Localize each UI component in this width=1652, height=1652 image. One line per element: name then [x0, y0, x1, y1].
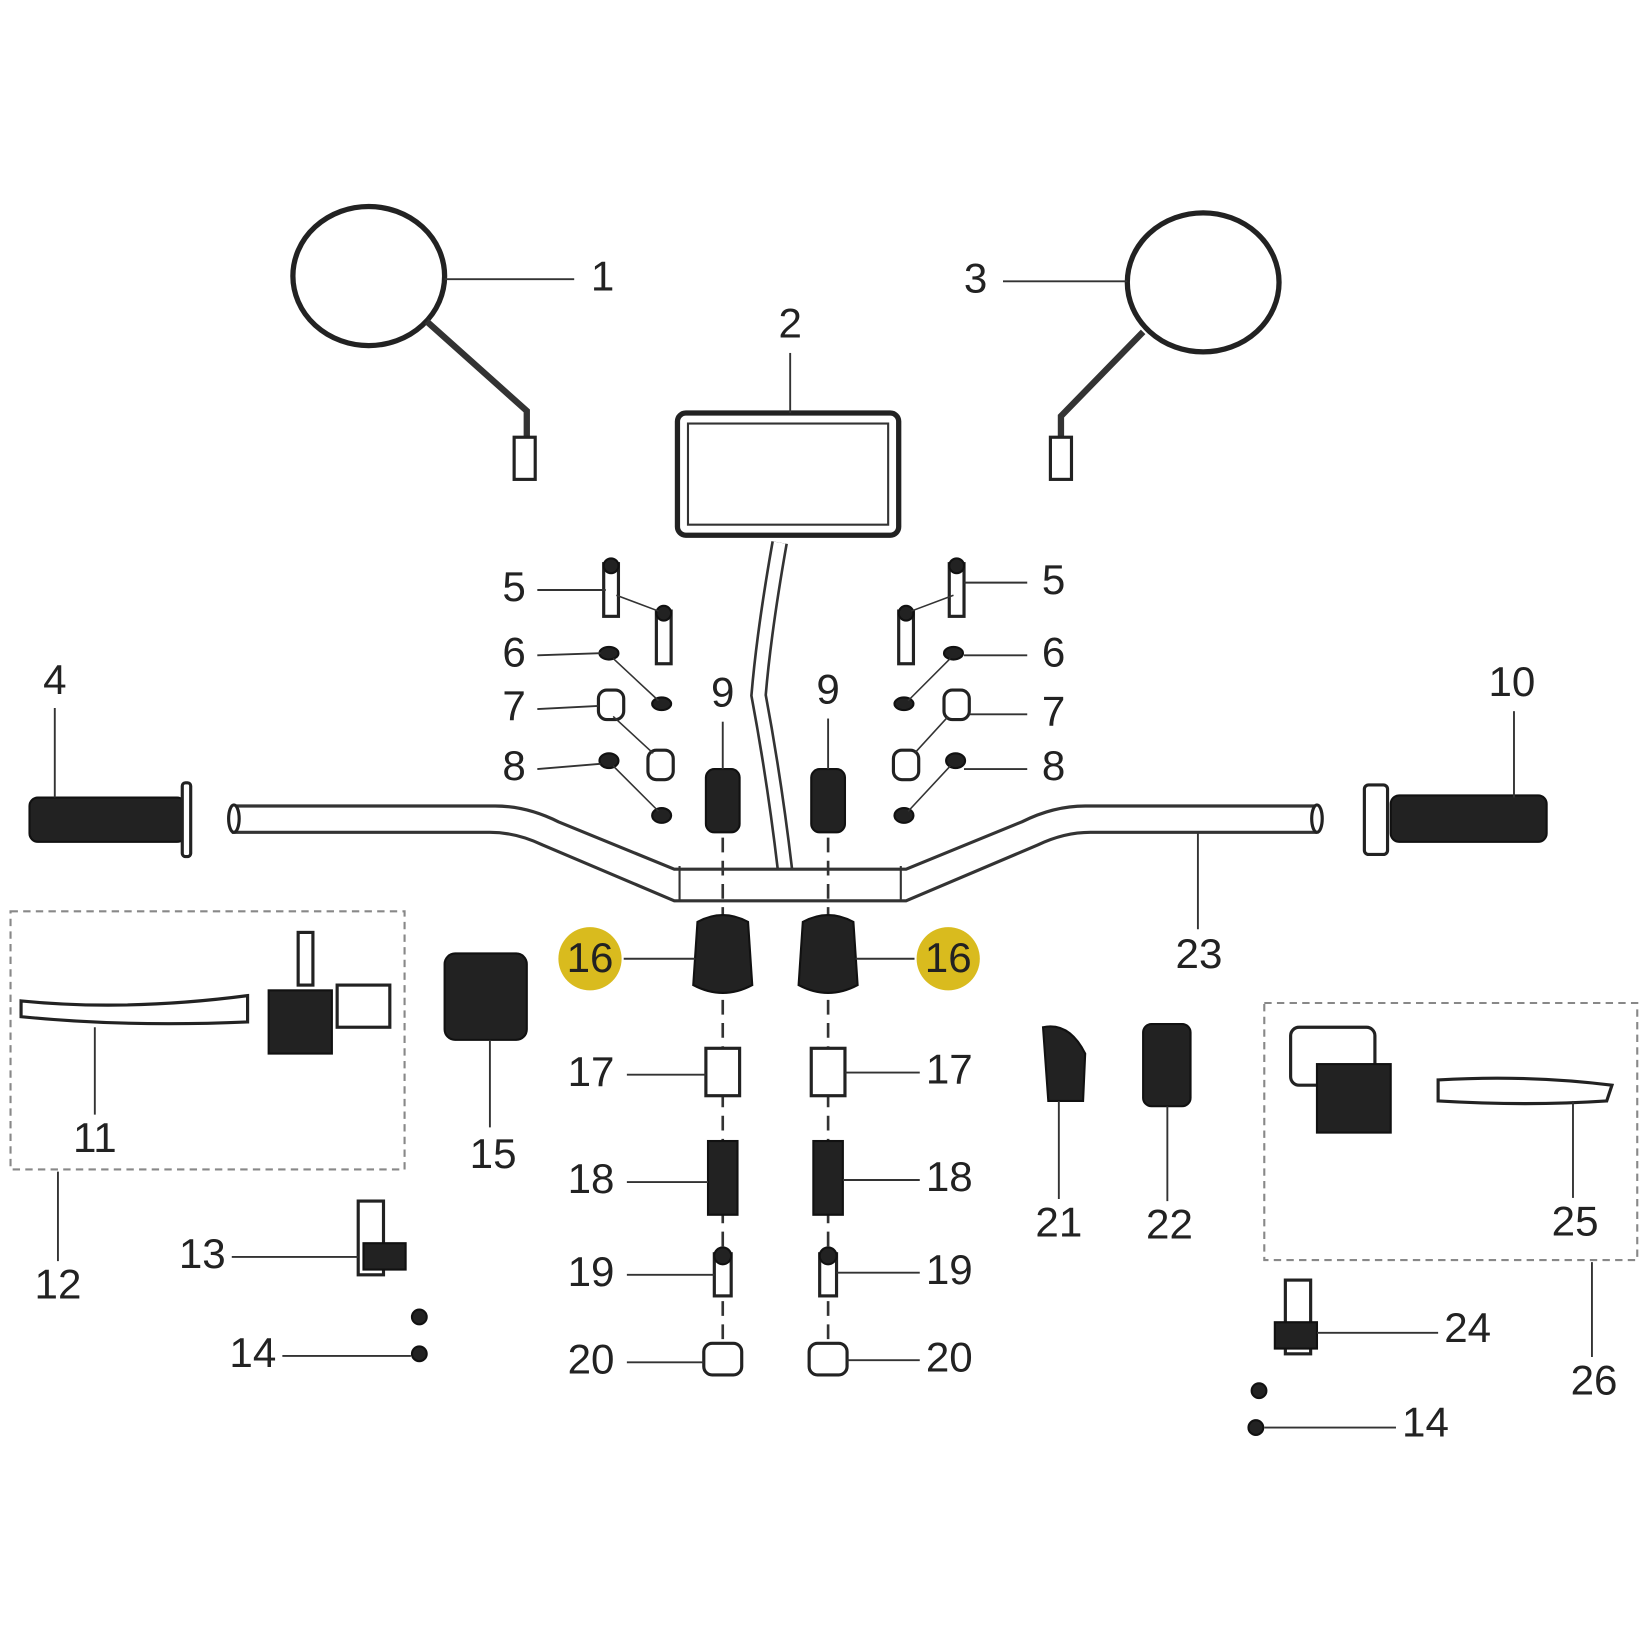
callout-9-left: 9 — [711, 668, 734, 715]
callout-5-left: 5 — [502, 563, 525, 610]
callout-10: 10 — [1488, 658, 1535, 705]
callout-8-right: 8 — [1042, 742, 1065, 789]
callout-13: 13 — [179, 1230, 226, 1277]
callout-2: 2 — [778, 300, 801, 347]
mount-hardware — [596, 557, 971, 824]
leader-lines — [53, 278, 1593, 1429]
callout-18-left: 18 — [568, 1155, 615, 1202]
callout-7-left: 7 — [502, 682, 525, 729]
callouts: 1 2 3 4 5 5 6 6 7 7 8 8 9 9 10 11 12 13 … — [35, 252, 1618, 1445]
highlight-16-right — [916, 927, 980, 991]
clamp-13 — [356, 1199, 428, 1363]
callout-6-right: 6 — [1042, 628, 1065, 675]
callout-1: 1 — [591, 252, 614, 299]
right-switch — [1142, 1023, 1192, 1108]
assembly-box-12 — [9, 910, 406, 1171]
left-mirror — [290, 203, 537, 481]
highlight-16-left — [558, 927, 622, 991]
instrument-display — [674, 410, 902, 871]
callout-16-left: 16 — [567, 934, 614, 981]
clutch-lever — [19, 930, 392, 1055]
callout-3: 3 — [964, 254, 987, 301]
callout-19-right: 19 — [926, 1246, 973, 1293]
callout-21: 21 — [1035, 1198, 1082, 1245]
part-21 — [1041, 1025, 1087, 1103]
callout-17-left: 17 — [568, 1048, 615, 1095]
callout-24: 24 — [1444, 1304, 1491, 1351]
assembly-box-26 — [1263, 1001, 1639, 1262]
right-mirror — [1048, 210, 1282, 481]
callout-16-right: 16 — [925, 934, 972, 981]
clamp-stack-left — [692, 768, 754, 1377]
brake-lever — [1289, 1025, 1615, 1134]
callout-17-right: 17 — [926, 1046, 973, 1093]
callout-15: 15 — [470, 1130, 517, 1177]
callout-4: 4 — [43, 656, 66, 703]
callout-14-right: 14 — [1402, 1399, 1449, 1446]
callout-20-right: 20 — [926, 1333, 973, 1380]
callout-26: 26 — [1571, 1356, 1618, 1403]
left-switch — [443, 952, 528, 1041]
callout-11: 11 — [73, 1114, 117, 1161]
right-grip — [1362, 783, 1548, 857]
callout-20-left: 20 — [568, 1335, 615, 1382]
callout-19-left: 19 — [568, 1248, 615, 1295]
callout-18-right: 18 — [926, 1153, 973, 1200]
clamp-stack-right — [797, 768, 859, 1377]
callout-5-right: 5 — [1042, 556, 1065, 603]
callout-9-right: 9 — [816, 665, 839, 712]
clamp-24 — [1247, 1278, 1319, 1437]
callout-23: 23 — [1176, 930, 1223, 977]
callout-22: 22 — [1146, 1201, 1193, 1248]
callout-12: 12 — [35, 1261, 82, 1308]
left-grip — [28, 781, 193, 859]
callout-8-left: 8 — [502, 742, 525, 789]
callout-25: 25 — [1552, 1197, 1599, 1244]
callout-14-left: 14 — [229, 1329, 276, 1376]
handlebar — [227, 803, 1324, 903]
callout-7-right: 7 — [1042, 687, 1065, 734]
callout-6-left: 6 — [502, 628, 525, 675]
